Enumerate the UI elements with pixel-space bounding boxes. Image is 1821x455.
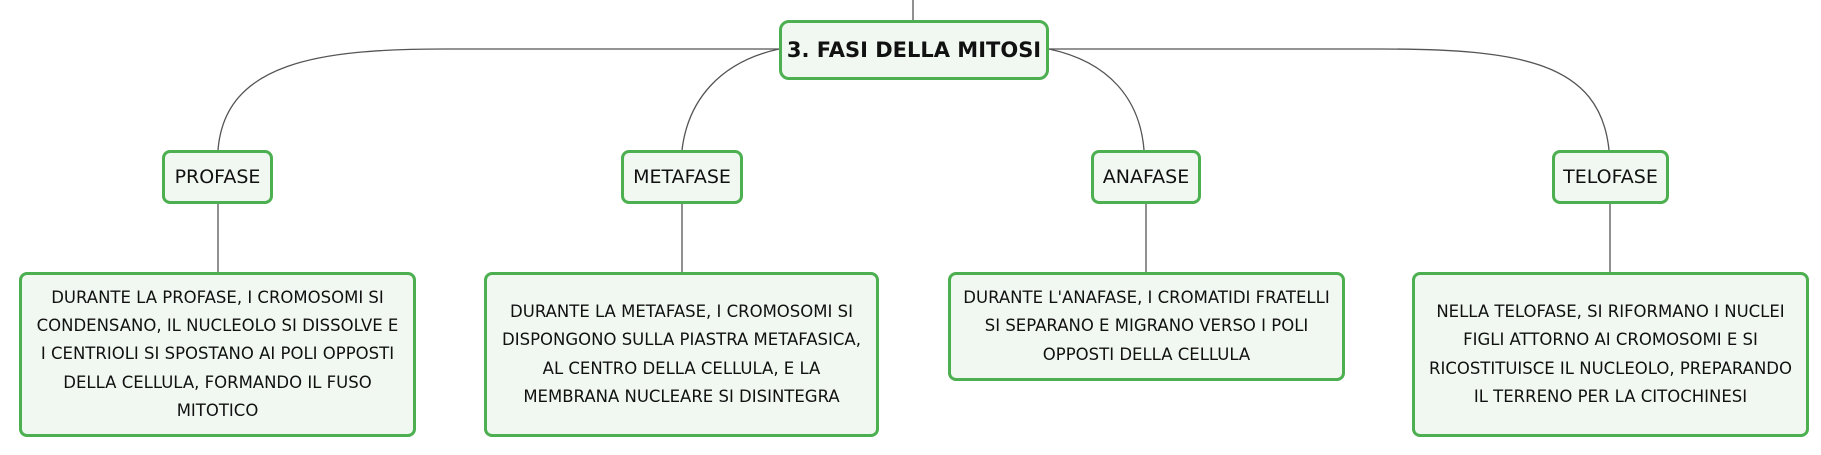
- phase-label-metafase: METAFASE: [633, 166, 731, 188]
- connector-root-profase: [217, 48, 779, 151]
- root-node[interactable]: 3. FASI DELLA MITOSI: [779, 20, 1049, 80]
- phase-node-telofase[interactable]: TELOFASE: [1552, 150, 1669, 204]
- connector-root-metafase: [681, 48, 780, 151]
- description-node-anafase[interactable]: DURANTE L'ANAFASE, I CROMATIDI FRATELLI …: [948, 272, 1345, 381]
- description-node-profase[interactable]: DURANTE LA PROFASE, I CROMOSOMI SI CONDE…: [19, 272, 416, 437]
- phase-node-metafase[interactable]: METAFASE: [621, 150, 743, 204]
- description-node-metafase[interactable]: DURANTE LA METAFASE, I CROMOSOMI SI DISP…: [484, 272, 879, 437]
- phase-label-telofase: TELOFASE: [1563, 166, 1658, 188]
- connector-root-telofase: [1049, 48, 1610, 151]
- description-text-anafase: DURANTE L'ANAFASE, I CROMATIDI FRATELLI …: [963, 288, 1330, 364]
- description-text-metafase: DURANTE LA METAFASE, I CROMOSOMI SI DISP…: [502, 302, 861, 406]
- root-title: 3. FASI DELLA MITOSI: [786, 38, 1042, 62]
- phase-label-anafase: ANAFASE: [1102, 166, 1190, 188]
- description-text-profase: DURANTE LA PROFASE, I CROMOSOMI SI CONDE…: [36, 288, 399, 420]
- description-node-telofase[interactable]: NELLA TELOFASE, SI RIFORMANO I NUCLEI FI…: [1412, 272, 1809, 437]
- phase-node-anafase[interactable]: ANAFASE: [1091, 150, 1201, 204]
- connector-root-anafase: [1048, 48, 1145, 151]
- phase-node-profase[interactable]: PROFASE: [162, 150, 273, 204]
- description-text-telofase: NELLA TELOFASE, SI RIFORMANO I NUCLEI FI…: [1428, 302, 1793, 406]
- phase-label-profase: PROFASE: [174, 166, 261, 188]
